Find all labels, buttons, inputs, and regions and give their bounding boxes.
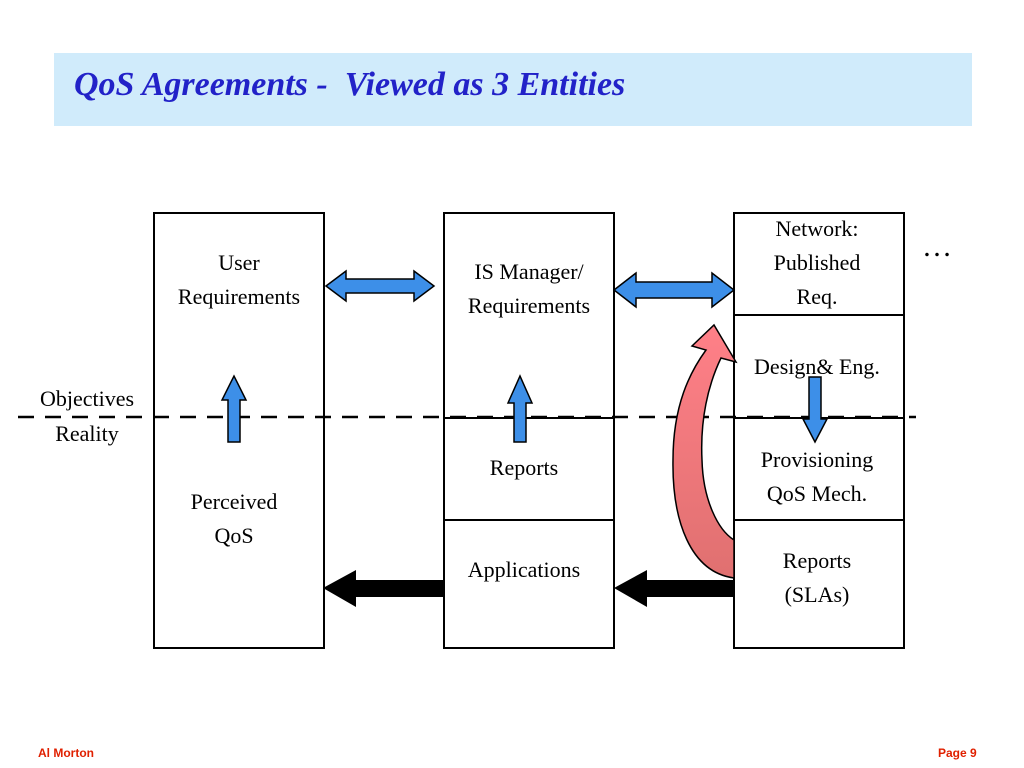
reality-label: Reality <box>55 421 119 446</box>
title-banner: QoS Agreements - Viewed as 3 Entities <box>54 53 972 126</box>
perceived-qos-label: Perceived QoS <box>190 489 278 548</box>
provisioning-label: Provisioning QoS Mech. <box>760 447 874 506</box>
network-published-label: Network: Published Req. <box>773 216 861 309</box>
left-arrow-reports-to-is <box>614 570 734 607</box>
ellipsis-label: … <box>922 230 952 263</box>
is-reports-label: Reports <box>489 455 559 480</box>
curved-feedback-arrow <box>672 323 738 579</box>
title-main: QoS Agreements - <box>74 66 337 103</box>
applications-label: Applications <box>467 557 581 582</box>
double-arrow-is-network <box>612 271 736 309</box>
down-arrow-design <box>801 376 829 444</box>
is-manager-entity-box <box>443 212 615 649</box>
design-eng-label: Design& Eng. <box>754 354 880 379</box>
objectives-label: Objectives <box>39 386 135 411</box>
slide-title: QoS Agreements - Viewed as 3 Entities <box>74 66 625 104</box>
is-manager-requirements-label: IS Manager/ Requirements <box>467 259 591 318</box>
footer-author: Al Morton <box>38 746 94 760</box>
up-arrow-perceived-qos <box>220 374 248 443</box>
up-arrow-reports <box>506 374 534 443</box>
title-sub: Viewed as 3 Entities <box>344 66 626 103</box>
network-reports-label: Reports (SLAs) <box>782 548 852 607</box>
footer-page: Page 9 <box>938 746 977 760</box>
double-arrow-user-is <box>324 269 436 303</box>
user-requirements-label: User Requirements <box>177 250 301 309</box>
left-arrow-applications-to-user <box>323 570 444 607</box>
